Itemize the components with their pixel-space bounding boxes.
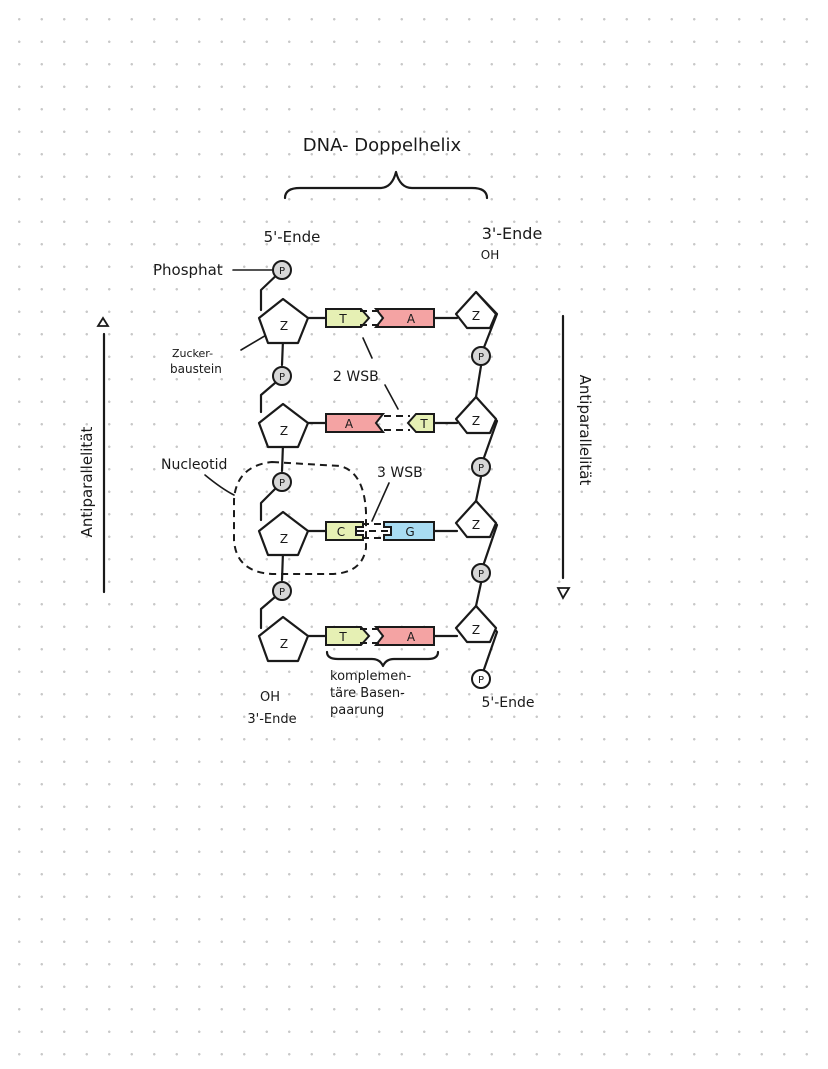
right-phosphate-1: P <box>471 346 491 366</box>
adenine-base <box>373 308 435 328</box>
left-phosphate-2: P <box>272 366 292 386</box>
adenine-base <box>325 413 386 433</box>
wsb-2-label: 2 WSB <box>333 369 379 385</box>
five-end-bottom-label: 5'-Ende <box>481 695 534 711</box>
wsb-3-pointer <box>371 482 390 522</box>
right-arrowhead-down <box>556 587 571 600</box>
phosphat-label: Phosphat <box>153 261 223 279</box>
thymine-base <box>325 308 371 328</box>
base-letter-left: C <box>337 525 345 539</box>
left-arrowhead-up <box>96 316 110 327</box>
right-link-3 <box>474 581 483 608</box>
sugar-symbol: Z <box>472 518 480 532</box>
left-sugar-3: Z <box>257 510 310 557</box>
base-pair-3: C G <box>325 521 435 541</box>
nucleotid-outline <box>233 460 367 575</box>
wsb-2-pointer-up <box>362 337 373 359</box>
guanine-base <box>383 521 435 541</box>
base-letter-right: A <box>407 312 416 326</box>
base-letter-left: A <box>345 417 354 431</box>
nucleotid-pointer <box>204 474 235 496</box>
right-phosphate-4: P <box>471 669 491 689</box>
right-link-2 <box>474 475 483 503</box>
oh-top-label: OH <box>481 248 499 262</box>
base-letter-right: T <box>419 417 428 431</box>
zucker-label-line1: Zucker- <box>172 347 213 360</box>
base-letter-left: T <box>338 630 347 644</box>
left-antiparallel-label: Antiparallelität <box>78 427 96 538</box>
sugar-symbol: Z <box>280 637 288 651</box>
base-letter-right: G <box>405 525 414 539</box>
phosphate-symbol: P <box>279 372 285 383</box>
left-phosphate-1: P <box>272 260 292 280</box>
phosphate-symbol: P <box>478 569 484 580</box>
sugar-symbol: Z <box>472 623 480 637</box>
right-sugar-1: Z <box>454 290 498 330</box>
phosphate-symbol: P <box>478 352 484 363</box>
base-letter-left: T <box>338 312 347 326</box>
three-end-top-label: 3'-Ende <box>482 224 543 243</box>
phosphate-symbol: P <box>279 587 285 598</box>
thymine-base <box>406 413 435 433</box>
adenine-base <box>373 626 435 646</box>
right-phosphate-2: P <box>471 457 491 477</box>
right-antiparallel-label: Antiparallelität <box>576 375 594 486</box>
right-sugar-2: Z <box>454 395 498 435</box>
sugar-symbol: Z <box>280 532 288 546</box>
left-link-1 <box>280 338 285 367</box>
base-pair-4: T A <box>325 626 435 646</box>
base-pair-1: T A <box>325 308 435 328</box>
phosphate-symbol: P <box>279 266 285 277</box>
right-link-1 <box>474 364 483 399</box>
base-letter-right: A <box>407 630 416 644</box>
sugar-symbol: Z <box>472 309 480 323</box>
five-end-top-label: 5'-Ende <box>264 228 321 246</box>
phosphate-symbol: P <box>478 675 484 686</box>
nucleotid-label: Nucleotid <box>161 457 227 473</box>
left-link-2 <box>280 442 285 473</box>
sugar-symbol: Z <box>472 414 480 428</box>
thymine-base <box>325 626 371 646</box>
wsb-3-label: 3 WSB <box>377 465 423 481</box>
oh-bottom-label: OH <box>260 690 280 705</box>
left-sugar-2: Z <box>257 402 310 449</box>
left-sugar-4: Z <box>257 615 310 663</box>
sugar-symbol: Z <box>280 424 288 438</box>
diagram-title: DNA- Doppelhelix <box>303 135 462 156</box>
phosphate-symbol: P <box>279 478 285 489</box>
left-phosphate-3: P <box>272 472 292 492</box>
zucker-label-line2: baustein <box>170 362 222 376</box>
right-sugar-3: Z <box>454 499 498 539</box>
complementary-brace <box>325 650 440 668</box>
complementary-label-line1: komplemen- <box>330 669 411 684</box>
right-phosphate-3: P <box>471 563 491 583</box>
title-brace <box>283 170 489 200</box>
sugar-symbol: Z <box>280 319 288 333</box>
complementary-label-line2: täre Basen- <box>330 686 405 701</box>
three-end-bottom-label: 3'-Ende <box>247 712 296 727</box>
wsb-2-pointer-down <box>384 384 399 410</box>
zucker-pointer <box>240 333 269 351</box>
left-link-3 <box>280 550 285 582</box>
base-pair-2: A T <box>325 413 435 433</box>
right-sugar-4: Z <box>454 604 498 644</box>
phosphate-symbol: P <box>478 463 484 474</box>
left-phosphate-4: P <box>272 581 292 601</box>
left-sugar-1: Z <box>257 297 310 345</box>
complementary-label-line3: paarung <box>330 703 384 718</box>
